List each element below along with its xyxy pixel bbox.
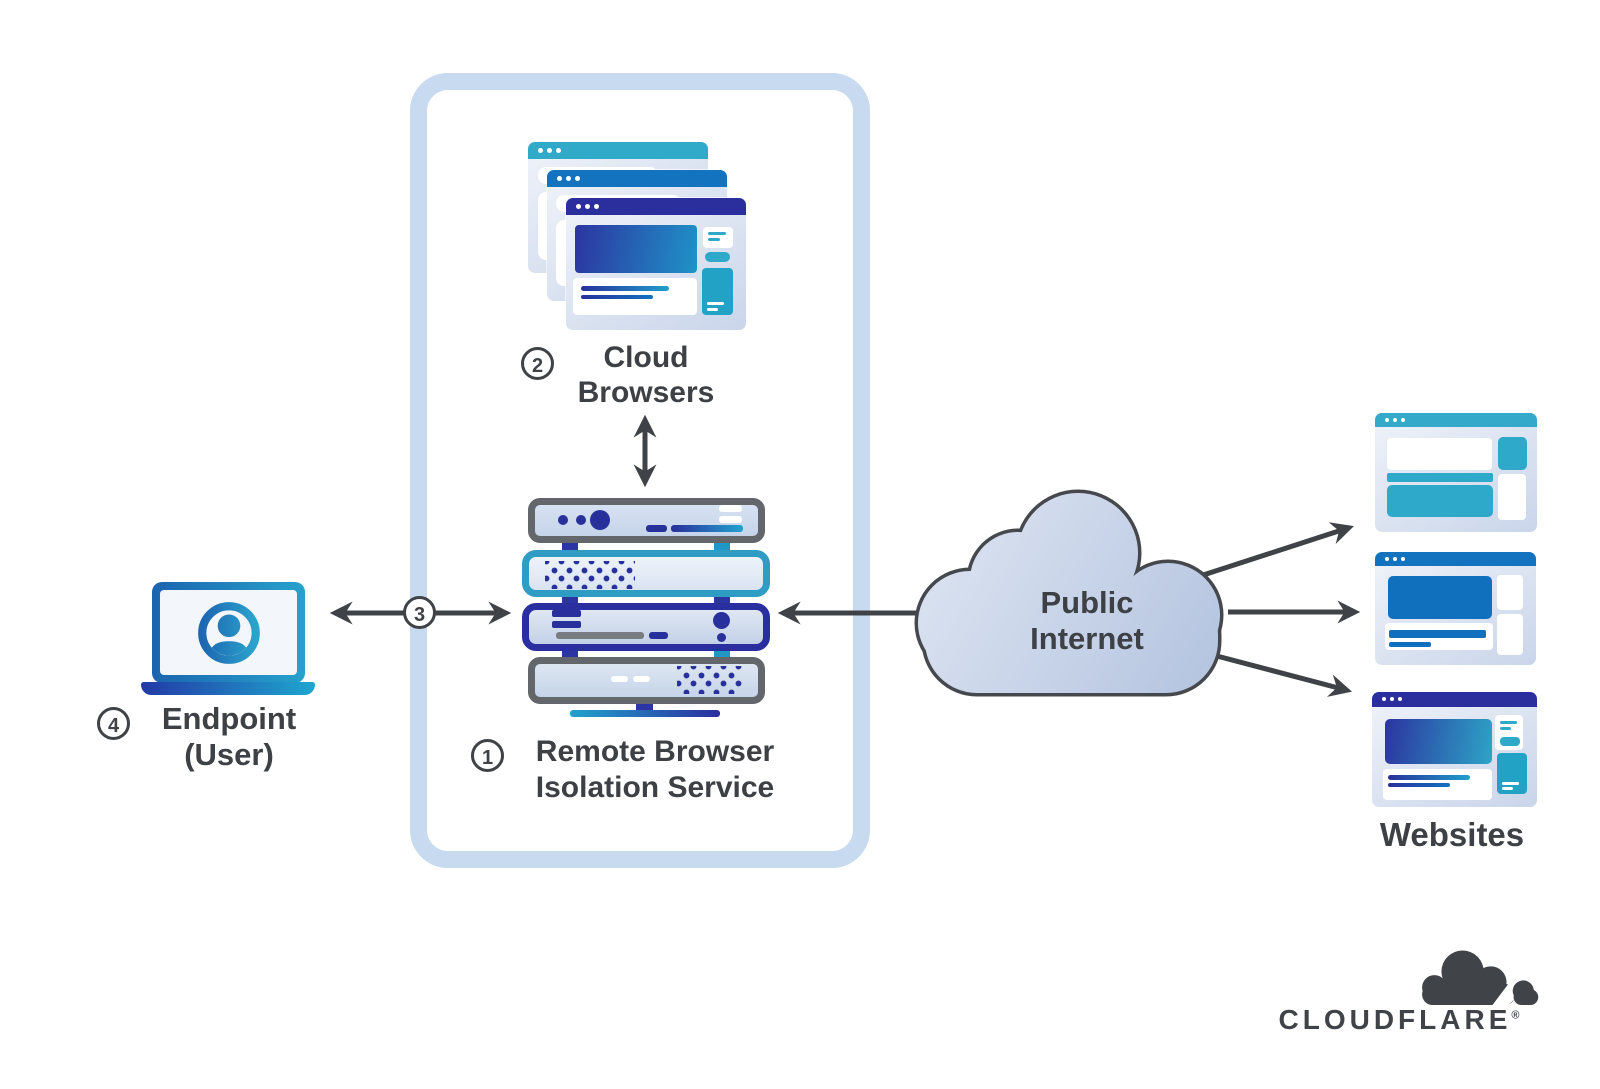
titlebar — [1375, 413, 1537, 427]
server-base — [570, 710, 720, 717]
step-badge-4: 4 — [97, 707, 130, 740]
website-window-3 — [1372, 692, 1537, 807]
step-badge-3: 3 — [403, 596, 436, 629]
website-window-2 — [1375, 552, 1536, 665]
window-controls-icon — [538, 148, 543, 153]
public-internet-cloud-icon — [914, 489, 1224, 697]
cloudflare-wordmark: CLOUDFLARE® — [1253, 1004, 1545, 1036]
websites-label: Websites — [1379, 816, 1525, 853]
user-avatar-icon — [197, 601, 260, 664]
public-internet-label: Public Internet — [1030, 585, 1144, 656]
cloud-browsers-icon — [528, 142, 748, 332]
step-badge-1: 1 — [471, 739, 504, 772]
registered-mark: ® — [1511, 1009, 1520, 1022]
websites-group — [1372, 413, 1540, 809]
titlebar — [1375, 552, 1536, 566]
laptop-base — [141, 682, 315, 695]
server-rack-icon — [471, 488, 801, 728]
step-badge-2: 2 — [521, 347, 554, 380]
cloud-browsers-label: Cloud Browsers — [577, 341, 715, 409]
titlebar — [566, 198, 746, 215]
website-window-1 — [1375, 413, 1537, 532]
wordmark-text: CLOUDFLARE — [1278, 1004, 1512, 1035]
titlebar — [1372, 692, 1537, 707]
rbi-service-label: Remote Browser Isolation Service — [535, 735, 775, 804]
window-controls-icon — [1385, 557, 1389, 561]
titlebar — [528, 142, 708, 159]
laptop-icon — [141, 570, 317, 696]
cloudflare-branding: CLOUDFLARE® — [1253, 938, 1548, 1043]
window-controls-icon — [576, 204, 581, 209]
browser-window-front — [566, 198, 746, 330]
endpoint-label: Endpoint (User) — [161, 701, 297, 772]
window-controls-icon — [1382, 697, 1386, 701]
titlebar — [547, 170, 727, 187]
cloudflare-cloud-icon — [1422, 950, 1539, 1008]
window-controls-icon — [1385, 418, 1389, 422]
window-controls-icon — [557, 176, 562, 181]
